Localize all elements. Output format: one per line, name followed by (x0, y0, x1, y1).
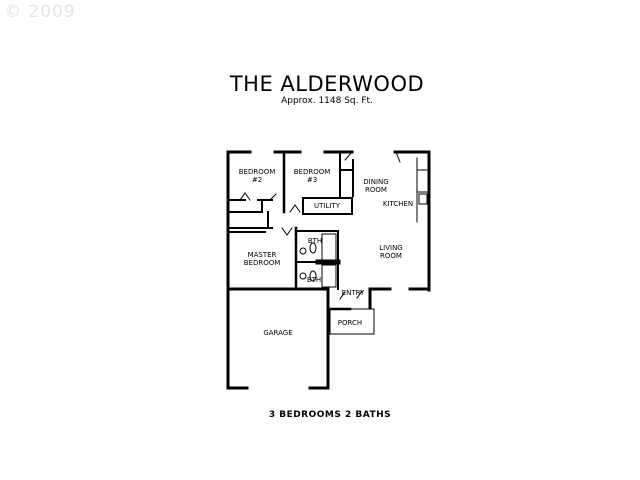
room-label-bedroom-2-num: #2 (252, 176, 262, 184)
room-label-bath-2: BTH (307, 276, 321, 284)
room-label-living-room: ROOM (380, 252, 402, 260)
room-label-utility: UTILITY (314, 202, 341, 210)
room-label-bedroom-2: BEDROOM (239, 168, 276, 176)
room-label-entry: ENTRY (342, 289, 365, 297)
room-label-bedroom-3-num: #3 (307, 176, 317, 184)
room-labels: BEDROOM #2 BEDROOM #3 DINING ROOM KITCHE… (239, 168, 413, 337)
room-label-kitchen: KITCHEN (383, 200, 413, 208)
plan-title: THE ALDERWOOD (229, 72, 425, 96)
room-label-dining-room: ROOM (365, 186, 387, 194)
room-label-master: MASTER (248, 251, 277, 259)
square-footage: Approx. 1148 Sq. Ft. (281, 96, 373, 106)
room-label-living: LIVING (379, 244, 402, 252)
room-label-master-bedroom: BEDROOM (244, 259, 281, 267)
bedroom-bath-summary: 3 BEDROOMS 2 BATHS (268, 410, 392, 420)
room-label-bedroom-3: BEDROOM (294, 168, 331, 176)
walls (226, 150, 431, 390)
room-label-bath-1: BTH (308, 237, 322, 245)
room-label-dining: DINING (363, 178, 388, 186)
room-label-porch: PORCH (338, 319, 362, 327)
room-label-garage: GARAGE (263, 329, 292, 337)
copyright-watermark: © 2009 (4, 2, 76, 22)
